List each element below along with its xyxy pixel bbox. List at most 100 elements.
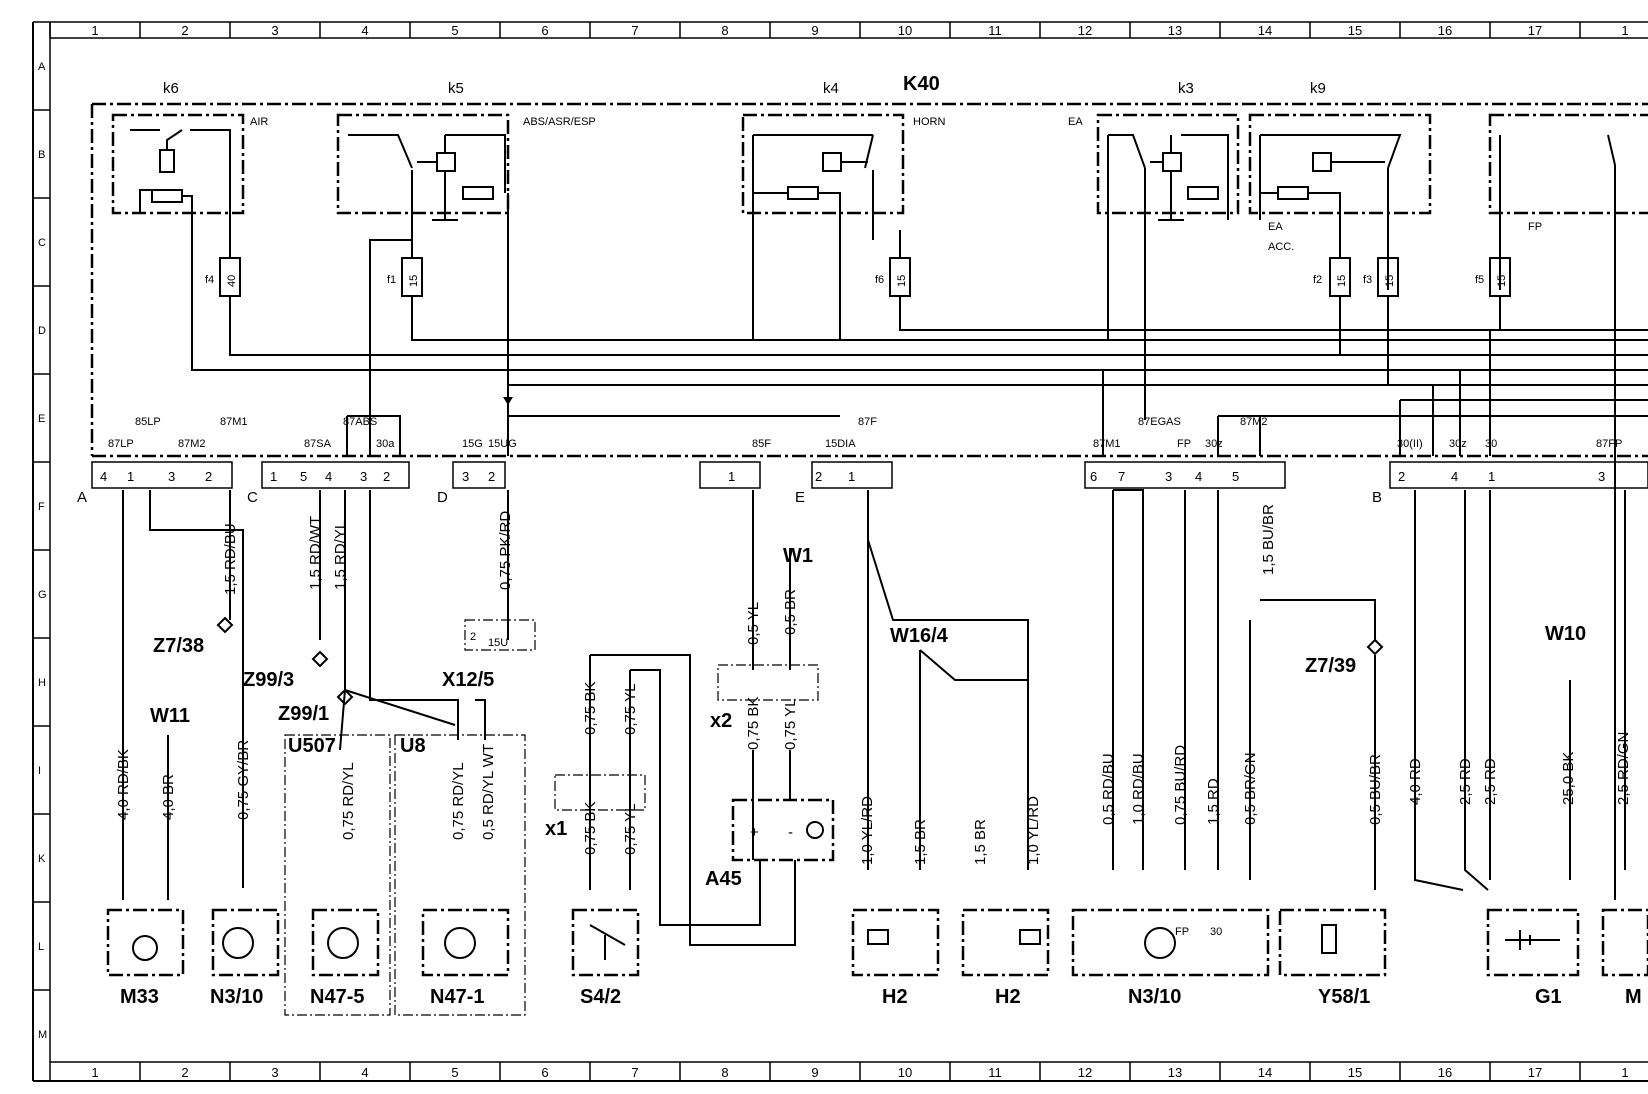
component-name: A45 [705, 868, 742, 890]
wire-label: 4,0 RD [1407, 758, 1424, 805]
grid-row-label: K [38, 853, 46, 865]
svg-text:15U: 15U [488, 637, 508, 649]
grid-column-label: 14 [1258, 23, 1272, 38]
grid-column-label: 10 [898, 1065, 912, 1080]
wire-label: 0,75 RD/YL [450, 762, 467, 840]
grid-row-label: E [38, 413, 45, 425]
fuse-rating: 15 [1336, 275, 1348, 287]
relay-function: AIR [250, 116, 268, 128]
relay-function: FP [1528, 221, 1542, 233]
component-name: N3/10 [210, 986, 263, 1008]
grid-column-label: 1 [91, 23, 98, 38]
svg-text:FP: FP [1175, 926, 1189, 938]
connector-pin: 2 [383, 469, 390, 484]
component-name: N47-5 [310, 986, 364, 1008]
grid-column-label: 7 [631, 1065, 638, 1080]
grid-row-label: I [38, 765, 41, 777]
wire-label: 1,5 RD/YL [332, 521, 349, 590]
terminal-label: 30a [376, 438, 395, 450]
svg-text:+: + [750, 824, 759, 841]
fuse-rating: 15 [408, 275, 420, 287]
wire-label: 0,75 RD/YL [340, 762, 357, 840]
component-name: N47-1 [430, 986, 484, 1008]
fuse-rating: 40 [226, 275, 238, 287]
terminal-label: 87SA [304, 438, 332, 450]
relay-k3: k3 EA [1068, 80, 1240, 420]
fuse-rating: 15 [1384, 275, 1396, 287]
wire-label: 1,0 RD/BU [1130, 753, 1147, 825]
svg-text:2: 2 [470, 631, 476, 643]
relay-id: k9 [1310, 80, 1326, 97]
terminal-label: 15G [462, 438, 483, 450]
wire-label: 1,5 RD [1205, 778, 1222, 825]
grid-column-label: 9 [811, 1065, 818, 1080]
relay-id: k5 [448, 80, 464, 97]
connector-id: D [437, 489, 448, 506]
terminal-label: 87M2 [178, 438, 206, 450]
connector-id: E [795, 489, 805, 506]
wire-label: 1,5 RD/WT [307, 516, 324, 590]
connector-pin: 5 [1232, 469, 1239, 484]
connector-pin: 2 [1398, 469, 1405, 484]
connector-pin: 7 [1118, 469, 1125, 484]
connector-block-3: 1 [699, 461, 761, 489]
connector-pin: 3 [360, 469, 367, 484]
connector-x1 [554, 774, 646, 811]
wire-label: 0,75 BK [582, 802, 599, 855]
wire-label: 0,75 YL [622, 684, 639, 735]
wire-label: 1,0 YL/RD [859, 796, 876, 865]
connector-x12-5 [464, 619, 536, 651]
connector-pin: 2 [205, 469, 212, 484]
component-name: Z99/3 [243, 669, 294, 691]
grid-row-label: C [38, 237, 46, 249]
connector-pin: 4 [325, 469, 332, 484]
component-name: X12/5 [442, 669, 494, 691]
grid-column-label: 7 [631, 23, 638, 38]
terminal-label: 85F [752, 438, 771, 450]
component-name: N3/10 [1128, 986, 1181, 1008]
grid-column-label: 13 [1168, 1065, 1182, 1080]
grid-row-label: M [38, 1029, 47, 1041]
component-labels: Z7/38Z99/3Z99/1X12/5W1x2W16/4Z7/39W10W11… [120, 545, 1642, 1008]
component-name: Z7/39 [1305, 655, 1356, 677]
grid-column-label: 5 [451, 23, 458, 38]
terminal-label: 87ABS [343, 416, 377, 428]
connector-id: B [1372, 489, 1382, 506]
svg-text:30: 30 [1210, 926, 1222, 938]
grid-column-label: 15 [1348, 23, 1362, 38]
connector-pin: 2 [488, 469, 495, 484]
wire-label: 2,5 RD/GN [1615, 732, 1632, 805]
k40-module: K40 [90, 73, 1648, 458]
wire-label: 1,0 YL/RD [1025, 796, 1042, 865]
grid-column-label: 1 [1621, 1065, 1628, 1080]
grid-column-label: 11 [988, 23, 1002, 38]
grid-row-label: F [38, 501, 45, 513]
grid-column-label: 15 [1348, 1065, 1362, 1080]
component-name: U507 [288, 735, 336, 757]
component-name: W1 [783, 545, 813, 567]
component-name: W11 [150, 705, 190, 727]
component-name: M [1625, 986, 1642, 1008]
wire-label: 25,0 BK [1560, 752, 1577, 805]
component-box [211, 908, 280, 977]
relay-k6: k6 AIR [111, 80, 268, 230]
grid-column-label: 13 [1168, 23, 1182, 38]
wire-label: 1,5 BU/BR [1260, 504, 1277, 575]
wire-label: 2,5 RD [1482, 758, 1499, 805]
component-name: H2 [995, 986, 1021, 1008]
fuse-rating: 15 [896, 275, 908, 287]
